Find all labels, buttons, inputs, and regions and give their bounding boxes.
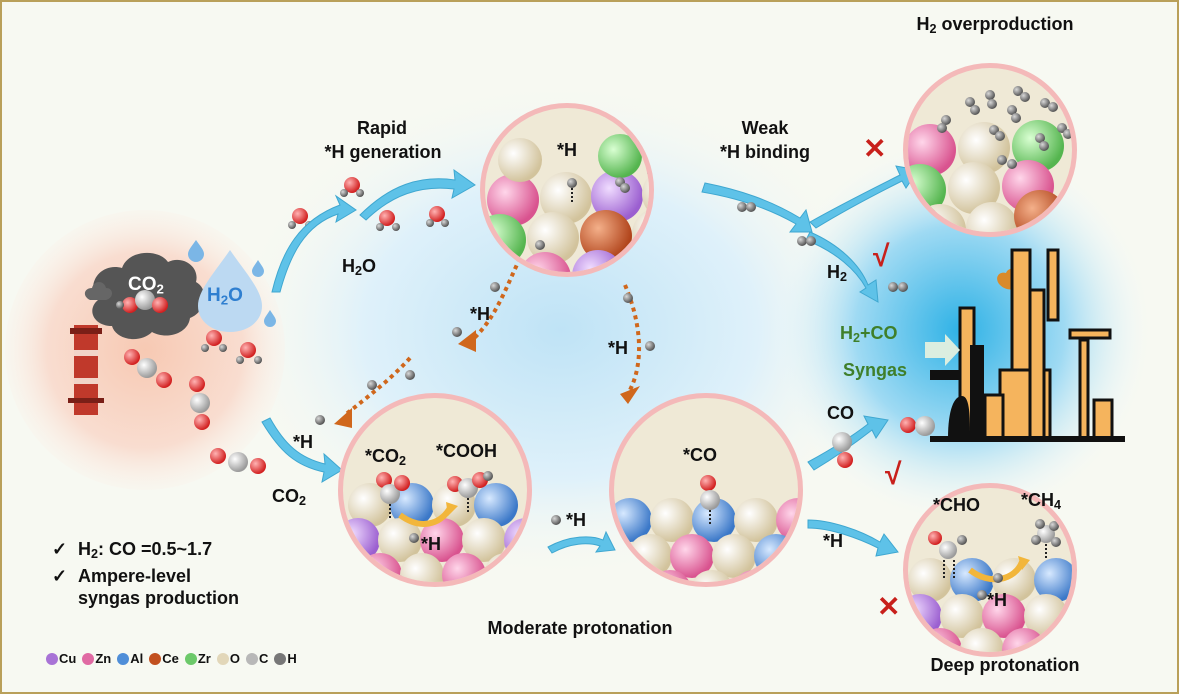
c-swatch-icon [245, 652, 258, 665]
label-co2-bottom: CO2 [272, 486, 307, 509]
ce-swatch-icon [149, 652, 162, 665]
label-star-h-right: *H [823, 531, 844, 551]
summary-notes: ✓H2: CO =0.5~1.7 ✓Ampere-level syngas pr… [52, 538, 239, 609]
arrowhead-icon [458, 330, 476, 352]
label-star-h-deep: *H [987, 590, 1008, 610]
surface-circle-h2-overproduction [903, 63, 1077, 237]
check-mark-icon: √ [885, 458, 902, 491]
arrowhead-icon [334, 408, 352, 428]
al-swatch-icon [117, 652, 130, 665]
arrowhead-icon [620, 386, 640, 404]
source-molecules [116, 177, 449, 474]
label-h2o: H2O [342, 256, 377, 279]
orange-dotted-arrows [343, 257, 641, 417]
label-star-h-left1: *H [470, 304, 491, 324]
cross-mark-icon: ✕ [863, 133, 887, 164]
label-moderate-protonation: Moderate protonation [487, 618, 673, 638]
cu-swatch-icon [46, 652, 58, 665]
legend-al: Al [117, 651, 143, 666]
label-star-h-circle: *H [421, 534, 442, 554]
label-co2-cloud: CO2 [128, 274, 164, 297]
label-star-co: *CO [683, 445, 718, 465]
surface-circle-co2 [338, 393, 532, 587]
label-h-binding: *H binding [720, 142, 810, 162]
legend-zr: Zr [184, 651, 211, 666]
note-ratio: ✓H2: CO =0.5~1.7 [52, 538, 239, 565]
zn-swatch-icon [82, 652, 95, 665]
small-drop-icon [264, 310, 276, 327]
label-co2-adsorbed: *CO2 [365, 446, 407, 469]
check-icon: ✓ [52, 566, 68, 587]
label-star-h-top: *H [557, 140, 578, 160]
syngas-arrow-icon [925, 334, 960, 366]
legend-o: O [216, 651, 240, 666]
label-deep-protonation: Deep protonation [930, 655, 1080, 675]
check-icon: ✓ [52, 539, 68, 559]
label-rapid: Rapid [356, 118, 407, 138]
element-legend: Cu Zn Al Ce Zr O C H [46, 651, 297, 666]
label-co-product: CO [827, 403, 854, 423]
small-drop-icon [252, 260, 264, 277]
note-syngas: syngas production [78, 588, 240, 609]
label-syngas-formula: H2+CO [840, 323, 898, 346]
legend-zn: Zn [82, 651, 111, 666]
label-weak: Weak [741, 118, 789, 138]
label-syngas: Syngas [843, 360, 908, 380]
cross-mark-icon: ✕ [877, 591, 901, 622]
note-ampere: ✓Ampere-level [52, 566, 192, 587]
zr-swatch-icon [184, 652, 197, 665]
label-h-generation: *H generation [324, 142, 442, 162]
water-drop-icon [198, 250, 262, 332]
factory-icon [930, 248, 1125, 442]
legend-cu: Cu [46, 651, 76, 666]
label-h2o-drop: H2O [207, 285, 243, 308]
label-cho: *CHO [933, 495, 981, 515]
check-mark-icon: √ [873, 240, 890, 273]
label-star-h-mid: *H [608, 338, 629, 358]
legend-c: C [245, 651, 268, 666]
label-ch4: *CH4 [1021, 490, 1062, 513]
surface-circle-top [480, 103, 654, 277]
surface-circle-deep-protonation [903, 483, 1077, 657]
product-molecules [832, 416, 935, 468]
o-swatch-icon [216, 652, 229, 665]
chimney-icon [68, 282, 112, 415]
legend-h: H [274, 651, 297, 666]
legend-ce: Ce [149, 651, 179, 666]
label-star-h-left2: *H [293, 432, 314, 452]
small-drop-icon [188, 240, 204, 262]
surface-circle-co [609, 393, 803, 587]
label-star-h-between: *H [566, 510, 587, 530]
label-cooh: *COOH [436, 441, 498, 461]
label-h2-product: H2 [827, 262, 848, 285]
h-swatch-icon [274, 652, 287, 665]
label-h2-overproduction: H2 overproduction [916, 14, 1074, 37]
